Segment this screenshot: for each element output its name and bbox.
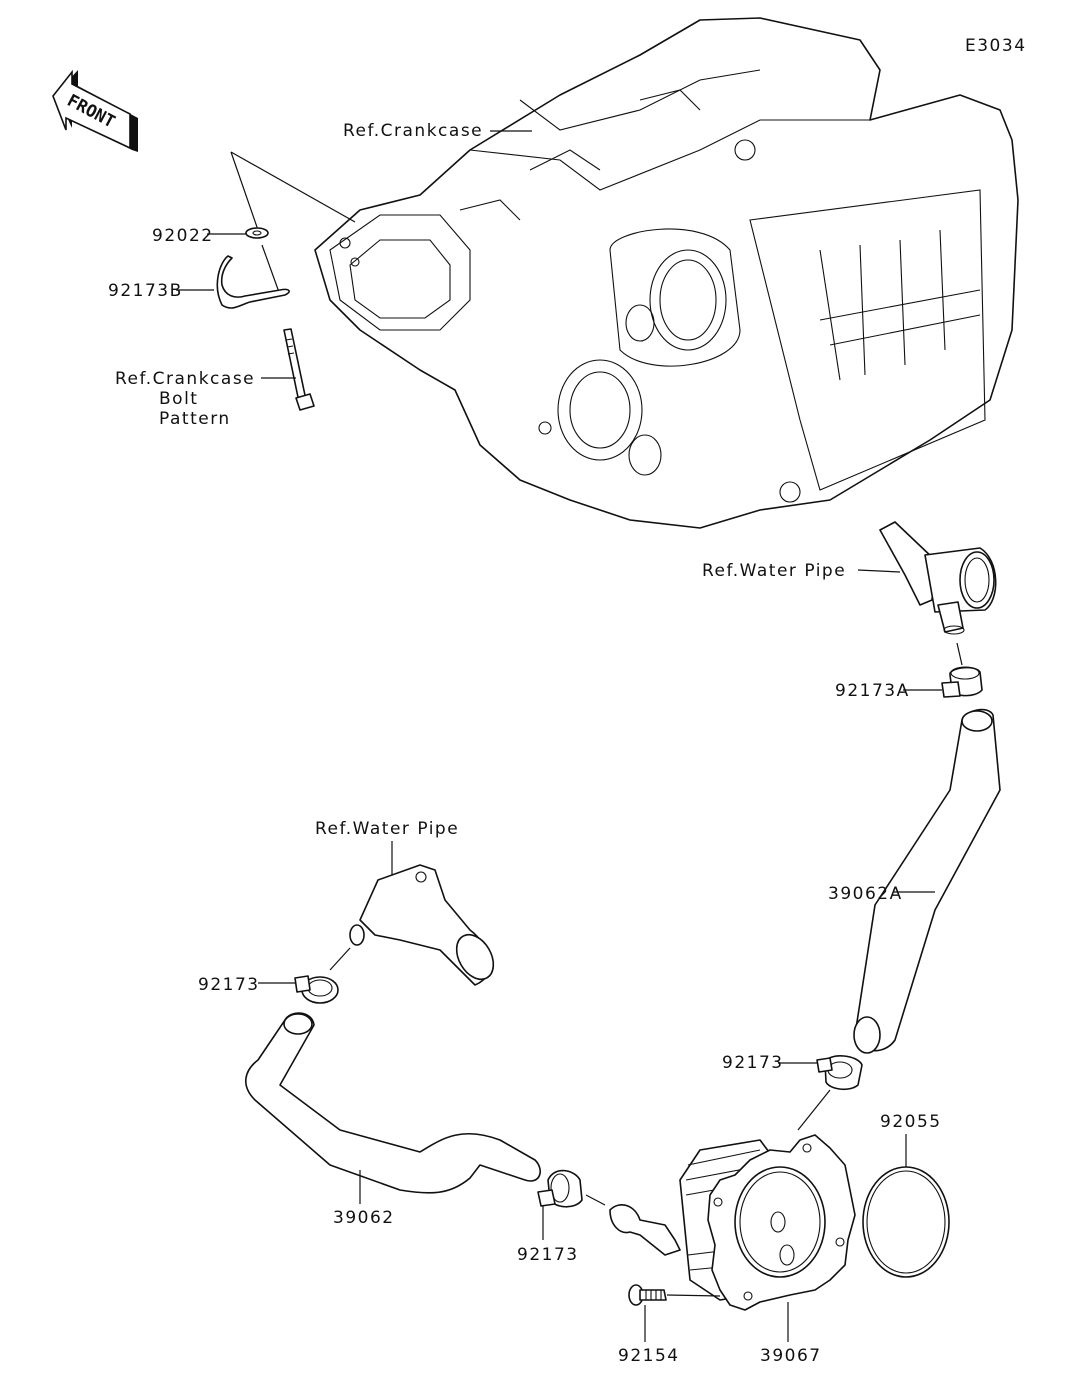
label-92173-left: 92173 xyxy=(198,975,260,995)
oil-cooler-39067 xyxy=(609,1134,856,1311)
washer-92022 xyxy=(245,227,269,239)
water-pipe-lower xyxy=(349,864,495,986)
label-ref-water-pipe-lower: Ref.Water Pipe xyxy=(315,819,459,839)
o-ring-92055 xyxy=(862,1166,950,1278)
label-39062a: 39062A xyxy=(828,884,903,904)
clamp-92173a xyxy=(941,666,983,698)
clamp-92173-left xyxy=(294,975,339,1004)
diagram-code: E3034 xyxy=(965,36,1027,56)
bolt-92154 xyxy=(628,1284,667,1306)
label-bolt-pattern-2: Bolt xyxy=(159,389,198,409)
label-bolt-pattern-1: Ref.Crankcase xyxy=(115,369,255,389)
clamp-92173b xyxy=(216,255,290,309)
label-bolt-pattern-3: Pattern xyxy=(159,409,231,429)
hose-39062a xyxy=(853,708,1001,1054)
water-pipe-upper xyxy=(879,521,997,635)
crankcase-bolt xyxy=(283,328,315,411)
label-39062: 39062 xyxy=(333,1208,395,1228)
front-arrow-icon: FRONT xyxy=(52,69,138,152)
label-92173-right: 92173 xyxy=(722,1053,784,1073)
label-ref-water-pipe-upper: Ref.Water Pipe xyxy=(702,561,846,581)
hose-39062 xyxy=(245,1012,541,1194)
label-92055: 92055 xyxy=(880,1112,942,1132)
label-92022: 92022 xyxy=(152,226,214,246)
label-92173-bottom: 92173 xyxy=(517,1245,579,1265)
crankcase xyxy=(314,17,1019,529)
clamp-92173-bottom xyxy=(537,1169,583,1208)
label-92173b: 92173B xyxy=(108,281,183,301)
label-92154: 92154 xyxy=(618,1346,680,1366)
label-ref-crankcase: Ref.Crankcase xyxy=(343,121,483,141)
clamp-92173-right xyxy=(816,1055,863,1091)
label-39067: 39067 xyxy=(760,1346,822,1366)
label-92173a: 92173A xyxy=(835,681,910,701)
